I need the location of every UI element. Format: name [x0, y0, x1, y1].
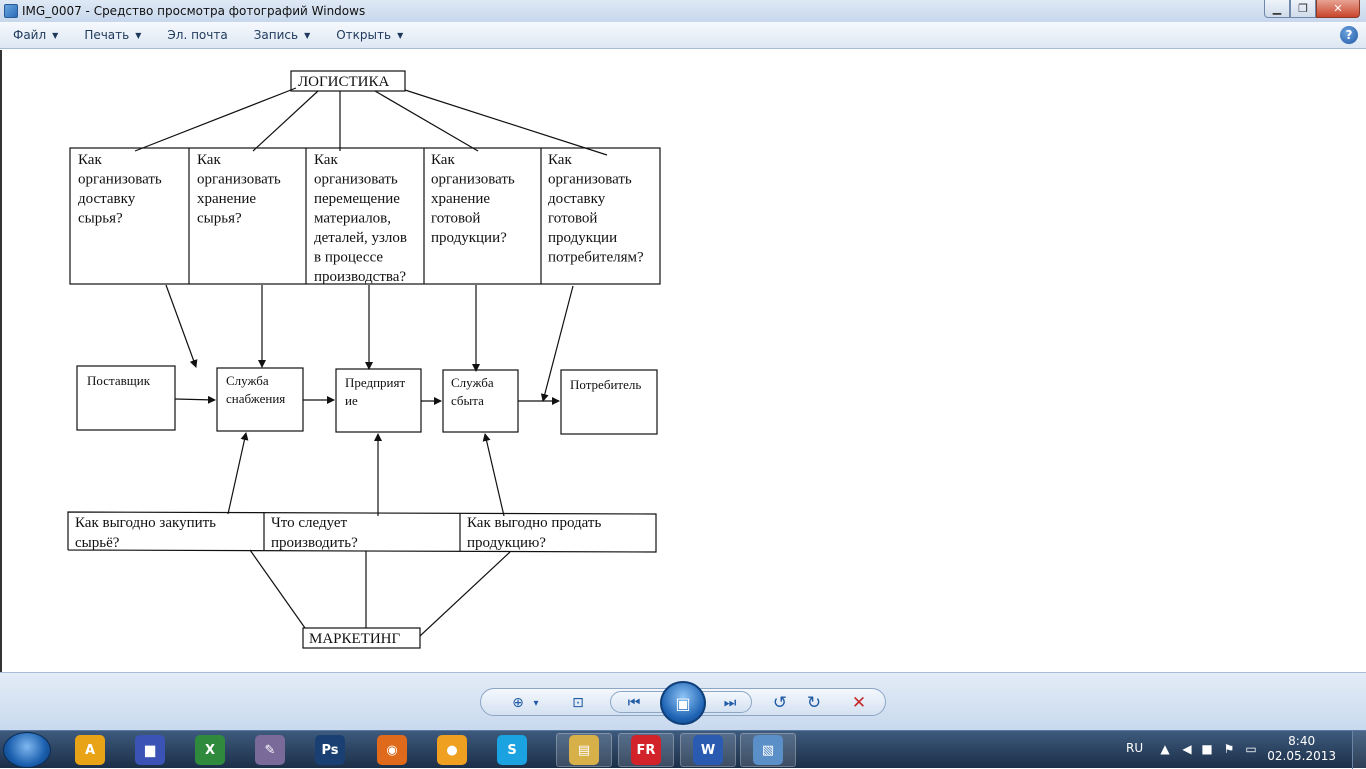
zoom-caret-icon[interactable]: ▾: [533, 697, 539, 709]
taskbar-app-aimp[interactable]: A: [62, 733, 118, 767]
gadget-icon: ●: [437, 735, 467, 765]
clock[interactable]: 8:40 02.05.2013: [1267, 734, 1336, 763]
delete-icon[interactable]: ✕: [851, 693, 867, 713]
aimp-icon: A: [75, 735, 105, 765]
taskbar-app-explorer[interactable]: ▤: [556, 733, 612, 767]
taskbar-app-firefox[interactable]: ◉: [364, 733, 420, 767]
taskbar-app-finereader[interactable]: FR: [618, 733, 674, 767]
taskbar-app-save[interactable]: ▆: [122, 733, 178, 767]
menu-print[interactable]: Печать▼: [84, 28, 142, 42]
title-bar: IMG_0007 - Средство просмотра фотографий…: [0, 0, 1366, 22]
logistics-label: ЛОГИСТИКА: [298, 74, 390, 90]
firefox-icon: ◉: [377, 735, 407, 765]
skype-icon: S: [497, 735, 527, 765]
taskbar-app-photo-viewer[interactable]: ▧: [740, 733, 796, 767]
taskbar-app-photoshop[interactable]: Ps: [302, 733, 358, 767]
show-hidden-icons-icon[interactable]: ▲: [1160, 742, 1170, 756]
taskbar-app-word[interactable]: W: [680, 733, 736, 767]
chevron-down-icon: ▼: [135, 30, 142, 40]
action-center-icon[interactable]: ⚑: [1223, 742, 1235, 756]
explorer-icon: ▤: [569, 735, 599, 765]
slideshow-button[interactable]: ▣: [660, 681, 706, 725]
consumer-box: [560, 369, 658, 435]
taskbar-app-excel[interactable]: X: [182, 733, 238, 767]
taskbar-app-paint[interactable]: ✎: [242, 733, 298, 767]
taskbar-app-gadget[interactable]: ●: [424, 733, 480, 767]
close-button[interactable]: ✕: [1316, 0, 1360, 18]
window-title: IMG_0007 - Средство просмотра фотографий…: [22, 4, 366, 18]
menu-burn[interactable]: Запись▼: [253, 28, 311, 42]
language-indicator[interactable]: RU: [1126, 741, 1144, 755]
zoom-icon[interactable]: ⊕: [512, 695, 524, 711]
maximize-button[interactable]: ❐: [1290, 0, 1316, 18]
antivirus-icon[interactable]: ■: [1201, 742, 1213, 756]
consumer-label: Потребитель: [570, 377, 641, 392]
chevron-down-icon: ▼: [304, 30, 311, 40]
taskbar: A ▆ X ✎ Ps ◉ ● S ▤ FR W ▧ RU ▲ ◀ ■ ⚑ ▭ 8:40 02.05.2…: [0, 730, 1366, 769]
fit-window-icon[interactable]: ⊡: [572, 695, 584, 711]
paint-icon: ✎: [255, 735, 285, 765]
next-icon[interactable]: ⏭: [723, 695, 737, 711]
minimize-button[interactable]: ▁: [1264, 0, 1290, 18]
logistics-box: [290, 70, 406, 92]
marketing-label: МАРКЕТИНГ: [309, 631, 401, 647]
rotate-cw-icon[interactable]: ↻: [806, 693, 822, 713]
finereader-icon: FR: [631, 735, 661, 765]
supplier-box: [76, 365, 176, 431]
menu-open[interactable]: Открыть▼: [336, 28, 404, 42]
photoshop-icon: Ps: [315, 735, 345, 765]
logistics-questions-table: [69, 147, 661, 285]
command-bar: Файл▼ Печать▼ Эл. почта Запись▼ Открыть▼…: [0, 22, 1366, 49]
network-icon[interactable]: ▭: [1245, 742, 1257, 756]
start-button[interactable]: [3, 732, 51, 768]
photo-viewer-icon: [4, 4, 18, 18]
help-icon[interactable]: ?: [1340, 26, 1358, 44]
excel-icon: X: [195, 735, 225, 765]
supplier-label: Поставщик: [87, 373, 151, 388]
volume-icon[interactable]: ◀: [1182, 742, 1192, 756]
previous-icon[interactable]: ⏮: [627, 695, 641, 711]
menu-file[interactable]: Файл▼: [13, 28, 59, 42]
taskbar-app-skype[interactable]: S: [484, 733, 540, 767]
chevron-down-icon: ▼: [397, 30, 404, 40]
menu-email[interactable]: Эл. почта: [167, 28, 228, 42]
photo-viewer-icon: ▧: [753, 735, 783, 765]
system-tray: RU ▲ ◀ ■ ⚑ ▭ 8:40 02.05.2013: [1116, 731, 1366, 769]
word-icon: W: [693, 735, 723, 765]
save-icon: ▆: [135, 735, 165, 765]
marketing-box: [302, 627, 421, 649]
rotate-ccw-icon[interactable]: ↺: [772, 693, 788, 713]
chevron-down-icon: ▼: [52, 30, 59, 40]
viewer-controls: ⊕ ▾ ⊡ ⏮ ▣ ⏭ ↺ ↻ ✕: [0, 672, 1366, 730]
show-desktop-button[interactable]: [1352, 731, 1366, 769]
